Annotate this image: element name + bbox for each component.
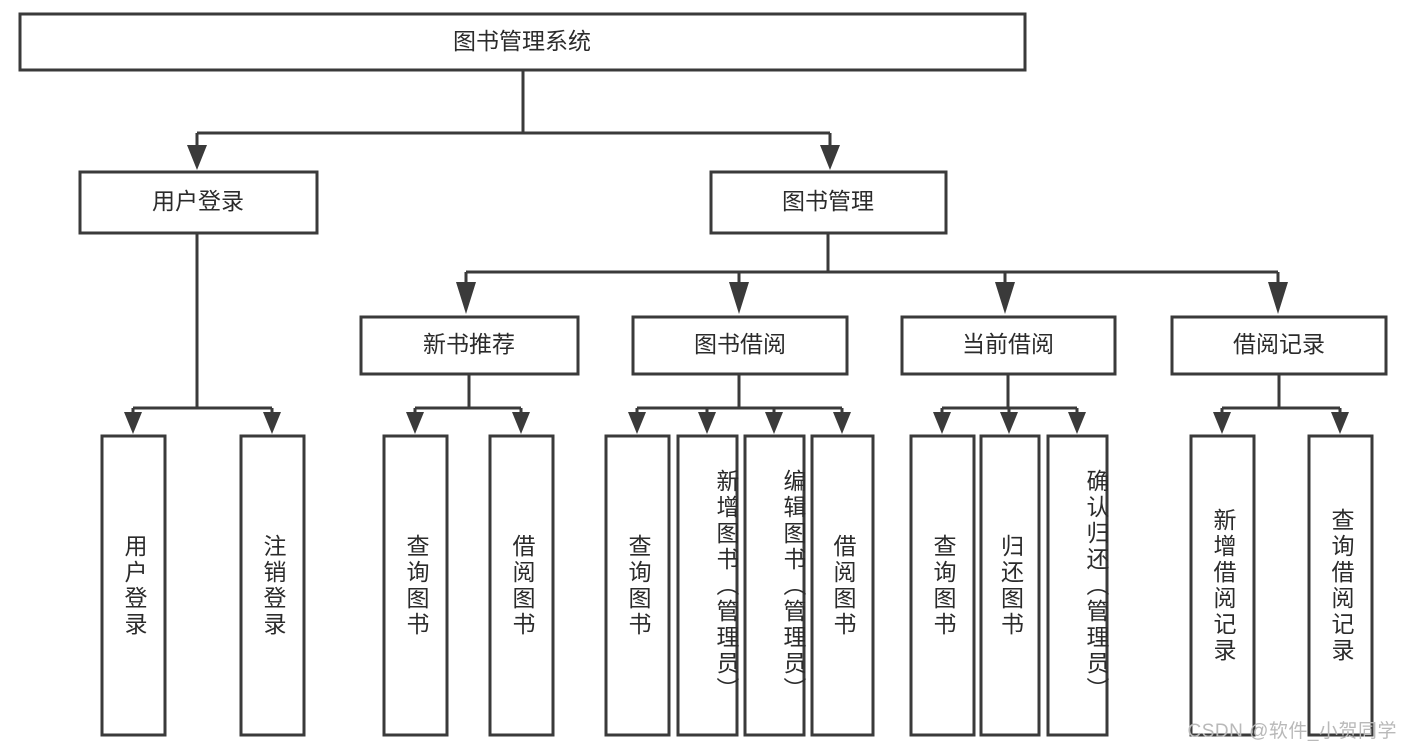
leaf-box-return-book[interactable] [979,434,1041,737]
node-book-borrow-box[interactable] [631,315,849,376]
node-book-borrow-label: 图书借阅 [694,331,786,357]
leaf-box-query-book-2[interactable] [604,434,671,737]
arrowhead-borrow-leaf4 [833,412,851,434]
connector-layer [124,70,1349,434]
arrowhead-borrow-leaf2 [698,412,716,434]
node-user-login-box[interactable] [78,170,319,235]
arrowhead-newbook-leaf1 [406,412,424,434]
arrowhead-record-leaf2 [1331,412,1349,434]
node-new-book-recommend-label: 新书推荐 [423,331,515,357]
arrowhead-record-leaf1 [1213,412,1231,434]
node-book-management-box[interactable] [709,170,948,235]
node-current-borrow-box[interactable] [900,315,1117,376]
arrowhead-current-leaf2 [1000,412,1018,434]
leaf-box-edit-book-admin[interactable] [743,434,806,737]
leaf-box-query-book-3[interactable] [909,434,976,737]
arrowhead-borrow-leaf3 [765,412,783,434]
arrowhead-newbook [456,282,476,314]
arrowhead-borrow-leaf1 [628,412,646,434]
arrowhead-current-leaf3 [1068,412,1086,434]
arrowhead-current-leaf1 [933,412,951,434]
node-book-management-label: 图书管理 [782,188,874,214]
leaf-box-user-login[interactable] [100,434,167,737]
node-user-login-label: 用户登录 [152,188,244,214]
leaf-box-confirm-return-admin[interactable] [1046,434,1109,737]
leaf-box-add-borrow-record[interactable] [1189,434,1256,737]
arrowhead-leaf-logout [263,412,281,434]
arrowhead-record [1268,282,1288,314]
leaf-box-query-borrow-record[interactable] [1307,434,1374,737]
arrowhead-borrow [729,282,749,314]
leaf-box-query-book-1[interactable] [382,434,449,737]
node-borrow-record-label: 借阅记录 [1233,331,1325,357]
arrowhead-user-login [187,145,207,170]
leaf-box-borrow-book-1[interactable] [488,434,555,737]
leaf-box-logout[interactable] [239,434,306,737]
arrowhead-leaf-user-login [124,412,142,434]
arrowhead-current [995,282,1015,314]
arrowhead-book-mgmt [820,145,840,170]
node-root-box[interactable] [18,12,1027,72]
node-current-borrow-label: 当前借阅 [962,331,1054,357]
node-new-book-recommend-box[interactable] [359,315,580,376]
leaf-box-add-book-admin[interactable] [676,434,739,737]
csdn-watermark: CSDN @软件_小贺同学 [1187,721,1397,742]
leaf-box-borrow-book-2[interactable] [810,434,875,737]
node-layer: 图书管理系统 用户登录 图书管理 新书推荐 图书借阅 当前借阅 借阅记录 [18,12,1388,737]
arrowhead-newbook-leaf2 [512,412,530,434]
node-borrow-record-box[interactable] [1170,315,1388,376]
node-root-label: 图书管理系统 [453,28,591,54]
